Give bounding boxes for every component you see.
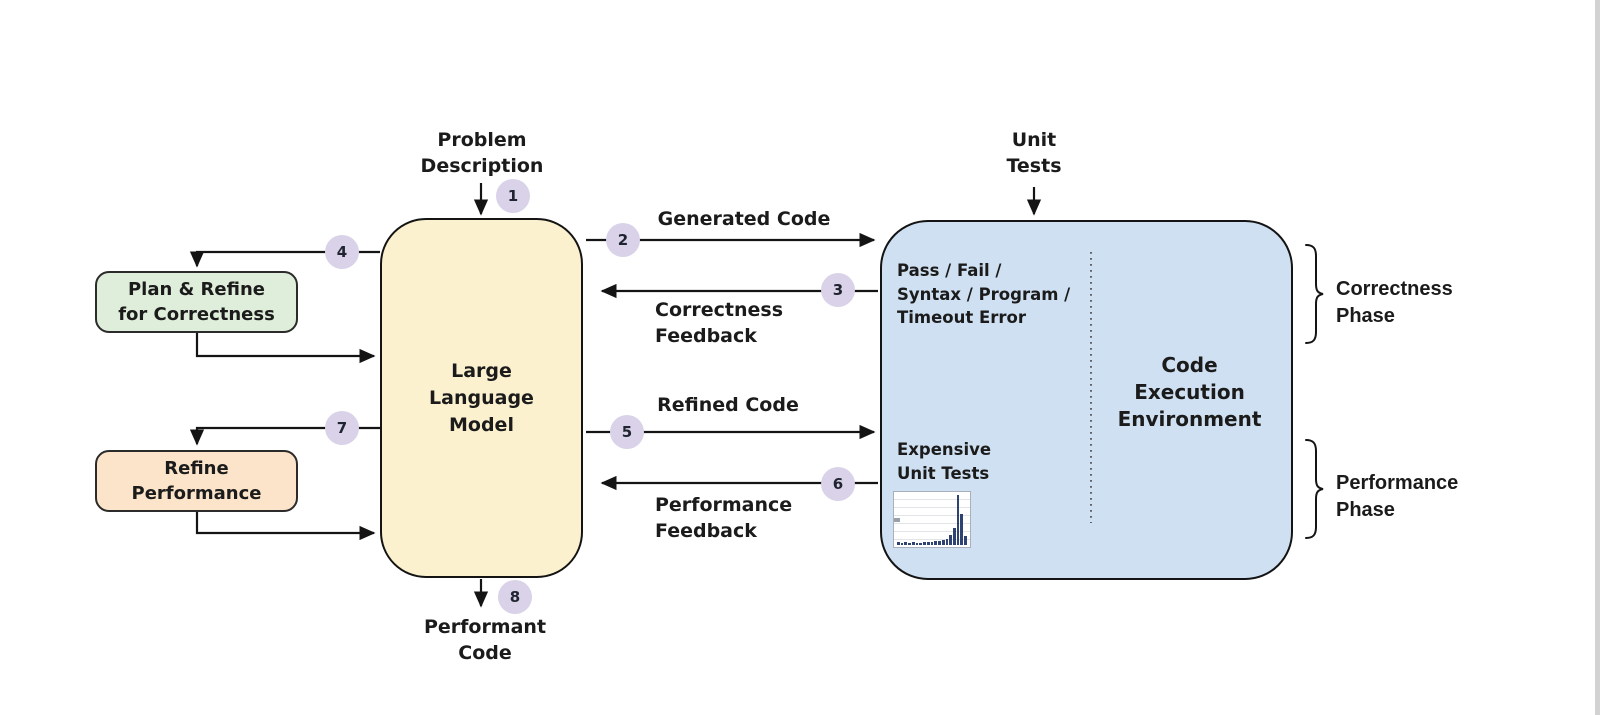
correctness-phase-label: Correctness Phase: [1336, 278, 1453, 327]
refined-code-label: Refined Code: [657, 394, 799, 416]
step-badge-1: 1: [496, 179, 530, 213]
correctness-feedback-label: Correctness Feedback: [655, 299, 783, 347]
refine-performance-label: Refine Performance: [131, 458, 262, 504]
step-badge-4: 4: [325, 235, 359, 269]
step-badge-6: 6: [821, 467, 855, 501]
generated-code-label: Generated Code: [657, 208, 831, 230]
step-badge-2: 2: [606, 223, 640, 257]
cee-title-label: Code Execution Environment: [1117, 353, 1262, 431]
large-language-model-box: Large Language Model: [380, 218, 583, 578]
performance-phase-label: Performance Phase: [1336, 472, 1459, 521]
refine-performance-box: Refine Performance: [95, 450, 298, 512]
step-badge-5: 5: [610, 415, 644, 449]
histogram-axis-tick: [894, 518, 900, 522]
step-badge-3: 3: [821, 273, 855, 307]
arrow-to-plan-refine: [189, 250, 380, 268]
mini-bar-chart-bars: [897, 495, 967, 545]
expensive-unit-tests-label: Expensive Unit Tests: [897, 440, 992, 483]
correctness-phase-brace: [1305, 244, 1324, 344]
error-types-label: Pass / Fail / Syntax / Program / Timeout…: [897, 261, 1071, 327]
llm-label: Large Language Model: [429, 359, 534, 436]
performance-phase-brace: [1305, 439, 1324, 539]
plan-refine-correctness-box: Plan & Refine for Correctness: [95, 271, 298, 333]
plan-refine-label: Plan & Refine for Correctness: [118, 279, 275, 325]
performant-code-label: Performant Code: [423, 616, 547, 664]
arrow-from-plan-refine: [195, 333, 376, 364]
expensive-tests-histogram: [893, 491, 971, 548]
right-edge-strip: [1595, 0, 1600, 715]
arrow-to-refine-performance: [189, 426, 380, 446]
step-badge-8: 8: [498, 580, 532, 614]
step-badge-7: 7: [325, 411, 359, 445]
problem-description-label: Problem Description: [420, 129, 544, 177]
performance-feedback-label: Performance Feedback: [655, 494, 793, 542]
unit-tests-label: Unit Tests: [1006, 129, 1062, 177]
arrow-from-refine-performance: [195, 512, 376, 541]
